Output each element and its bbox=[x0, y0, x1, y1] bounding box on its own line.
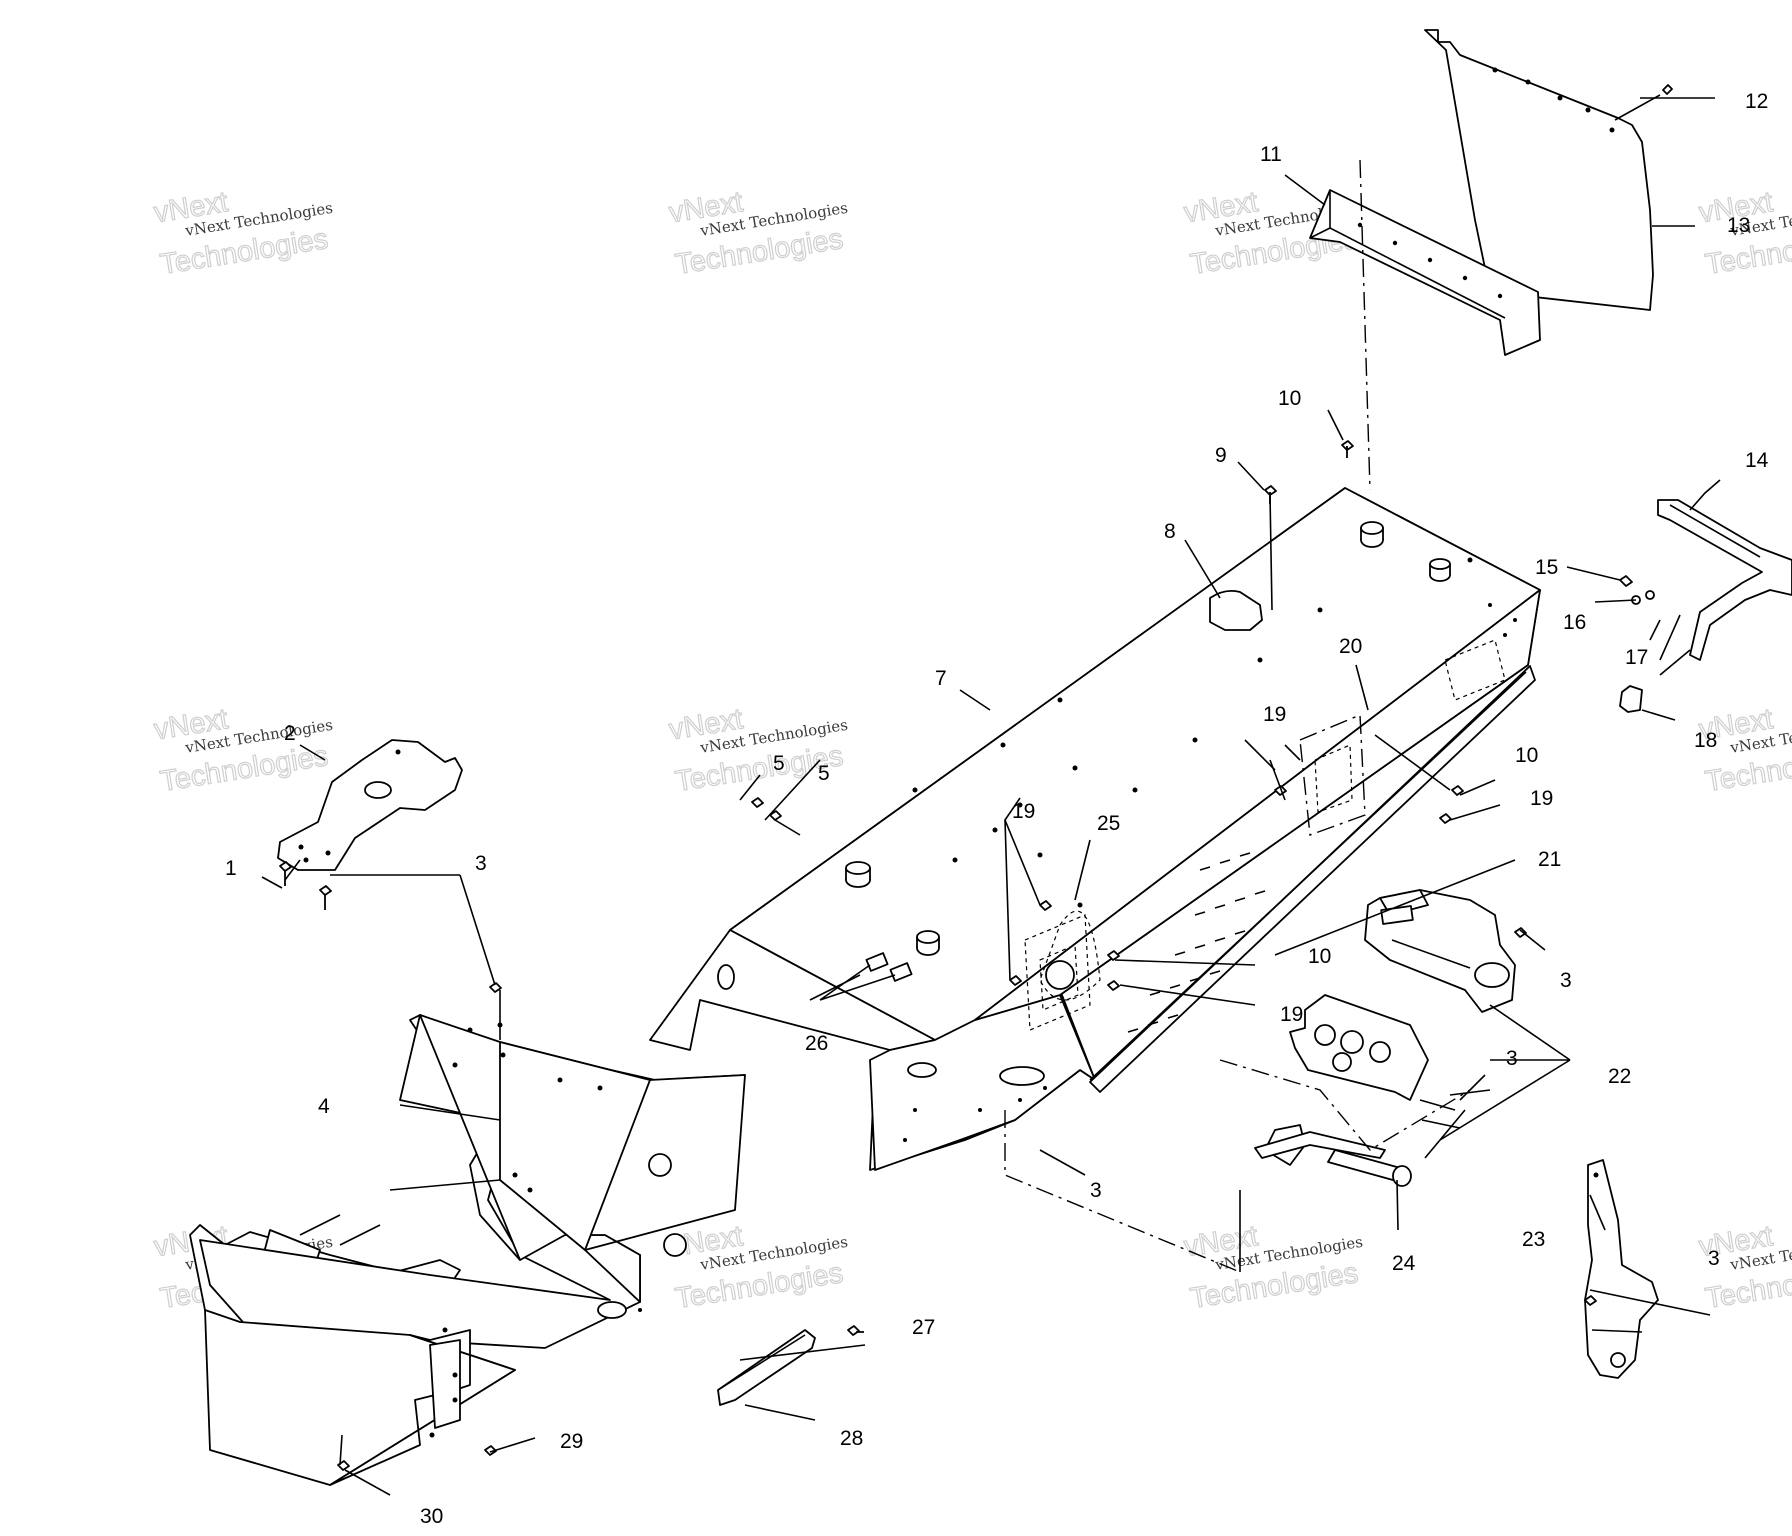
watermark-brand-sub: Technologies bbox=[673, 223, 845, 281]
watermark-tile-12: vNext vNext Technologies Technologies bbox=[1696, 1220, 1792, 1316]
callout-13: 13 bbox=[1727, 214, 1750, 237]
callout-24: 24 bbox=[1392, 1252, 1416, 1275]
callout-3: 3 bbox=[1560, 969, 1572, 992]
callout-15: 15 bbox=[1535, 556, 1558, 579]
callout-2: 2 bbox=[284, 722, 296, 745]
callout-3: 3 bbox=[1506, 1047, 1518, 1070]
callout-30: 30 bbox=[420, 1505, 443, 1528]
tunnel-slot bbox=[999, 1066, 1045, 1086]
callout-23: 23 bbox=[1522, 1228, 1545, 1251]
callout-16: 16 bbox=[1563, 611, 1586, 634]
part-24-axle-pin bbox=[1327, 1109, 1466, 1187]
callout-29: 29 bbox=[560, 1430, 583, 1453]
part-14-rear-bumper bbox=[1657, 499, 1792, 661]
part-11-flap-bracket bbox=[1309, 189, 1541, 356]
callout-14: 14 bbox=[1745, 449, 1769, 472]
callout-28: 28 bbox=[840, 1427, 863, 1450]
watermark-tile-1: vNext vNext Technologies Technologies bbox=[151, 186, 334, 282]
callout-3: 3 bbox=[1090, 1179, 1102, 1202]
part-21-housing bbox=[1364, 889, 1516, 1013]
part-13-snow-flap bbox=[1424, 29, 1654, 311]
callout-8: 8 bbox=[1164, 520, 1176, 543]
callout-11: 11 bbox=[1260, 143, 1282, 166]
watermark-tile-5: vNext vNext Technologies Technologies bbox=[151, 703, 334, 799]
callout-20: 20 bbox=[1339, 635, 1362, 658]
callout-19: 19 bbox=[1012, 800, 1035, 823]
callout-9: 9 bbox=[1215, 444, 1227, 467]
watermark-brand-sub: Technologies bbox=[158, 223, 330, 281]
callout-22: 22 bbox=[1608, 1065, 1631, 1088]
part-7-tunnel bbox=[649, 487, 1541, 1171]
tunnel-hole bbox=[907, 1062, 937, 1078]
part-22-axle-bracket bbox=[1219, 994, 1471, 1166]
callout-10: 10 bbox=[1308, 945, 1331, 968]
callout-27: 27 bbox=[912, 1316, 935, 1339]
watermark-brand-sub: Technologies bbox=[158, 740, 330, 798]
callout-1: 1 bbox=[225, 857, 237, 880]
callout-7: 7 bbox=[935, 667, 947, 690]
callout-10: 10 bbox=[1515, 744, 1538, 767]
callout-5: 5 bbox=[818, 762, 830, 785]
watermark-brand-sub: Technologies bbox=[1188, 1257, 1360, 1315]
callout-19: 19 bbox=[1530, 787, 1553, 810]
part-23-tensioner-bracket bbox=[1584, 1159, 1659, 1379]
callout-4: 4 bbox=[318, 1095, 330, 1118]
watermark-brand-sub: Technologies bbox=[673, 1257, 845, 1315]
callout-18: 18 bbox=[1694, 729, 1717, 752]
callout-19: 19 bbox=[1263, 703, 1286, 726]
part-4-front-frame bbox=[189, 1014, 746, 1486]
callout-3: 3 bbox=[1708, 1247, 1720, 1270]
callout-3: 3 bbox=[475, 852, 487, 875]
callout-21: 21 bbox=[1538, 848, 1561, 871]
part-2-plate bbox=[277, 739, 463, 871]
callout-19: 19 bbox=[1280, 1003, 1303, 1026]
tunnel-slot-pattern bbox=[1127, 852, 1266, 1033]
part-8-decal bbox=[1209, 589, 1263, 631]
watermark-tile-2: vNext vNext Technologies Technologies bbox=[666, 186, 849, 282]
callout-10: 10 bbox=[1278, 387, 1301, 410]
part-28-angle-bracket bbox=[717, 1329, 816, 1406]
part-20-plate bbox=[1299, 713, 1366, 836]
callout-17: 17 bbox=[1625, 646, 1648, 669]
leader-lines bbox=[261, 94, 1721, 1496]
part-18-bumper-block bbox=[1619, 685, 1643, 713]
callout-labels: 1 2 3 3 3 3 3 4 5 5 7 8 9 10 10 10 11 12… bbox=[225, 90, 1769, 1528]
watermark-tile-11: vNext vNext Technologies Technologies bbox=[1181, 1220, 1364, 1316]
callout-12: 12 bbox=[1745, 90, 1768, 113]
callout-25: 25 bbox=[1097, 812, 1120, 835]
tunnel-side-hole bbox=[717, 964, 735, 990]
callout-5: 5 bbox=[773, 752, 785, 775]
part-25-bracket bbox=[1024, 914, 1091, 1031]
callout-26: 26 bbox=[805, 1032, 828, 1055]
